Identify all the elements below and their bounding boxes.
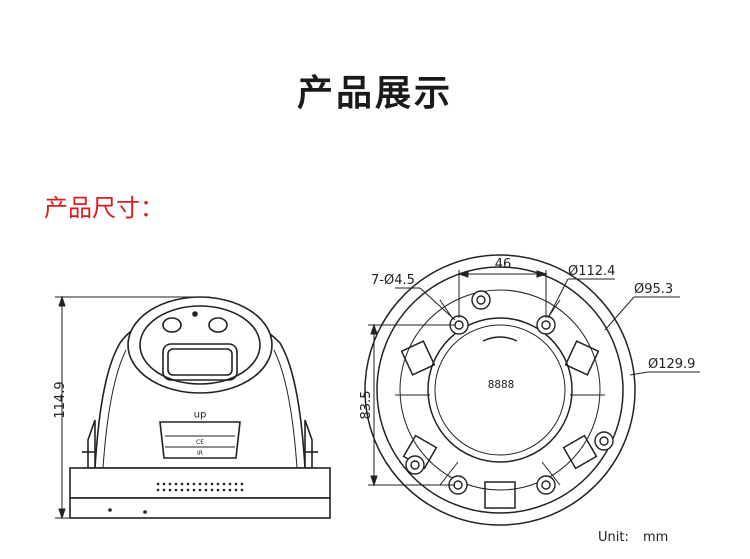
side-height-dimension <box>55 295 210 520</box>
top-view-dimensions <box>368 270 700 487</box>
unit-label: Unit: mm <box>598 530 669 545</box>
page-title: 产品展示 <box>296 73 453 114</box>
width-label: 46 <box>495 257 512 272</box>
sticker-text-2: IR <box>197 450 203 457</box>
mounting-plate-top-view <box>364 254 636 526</box>
camera-side-view <box>69 296 331 519</box>
diameter-112-label: Ø112.4 <box>568 264 615 279</box>
screw-holes <box>405 290 614 495</box>
diameter-129-label: Ø129.9 <box>648 357 695 372</box>
section-title: 产品尺寸： <box>44 194 164 222</box>
vent-holes <box>108 482 244 514</box>
top-height-label: 83.5 <box>359 391 374 420</box>
center-mark: 8888 <box>488 378 515 391</box>
side-height-label: 114.9 <box>53 381 68 418</box>
diameter-95-label: Ø95.3 <box>634 282 673 297</box>
lens-mark: dn <box>194 409 207 420</box>
sticker-text-1: CE <box>196 439 204 446</box>
holes-label: 7-Ø4.5 <box>371 273 415 288</box>
